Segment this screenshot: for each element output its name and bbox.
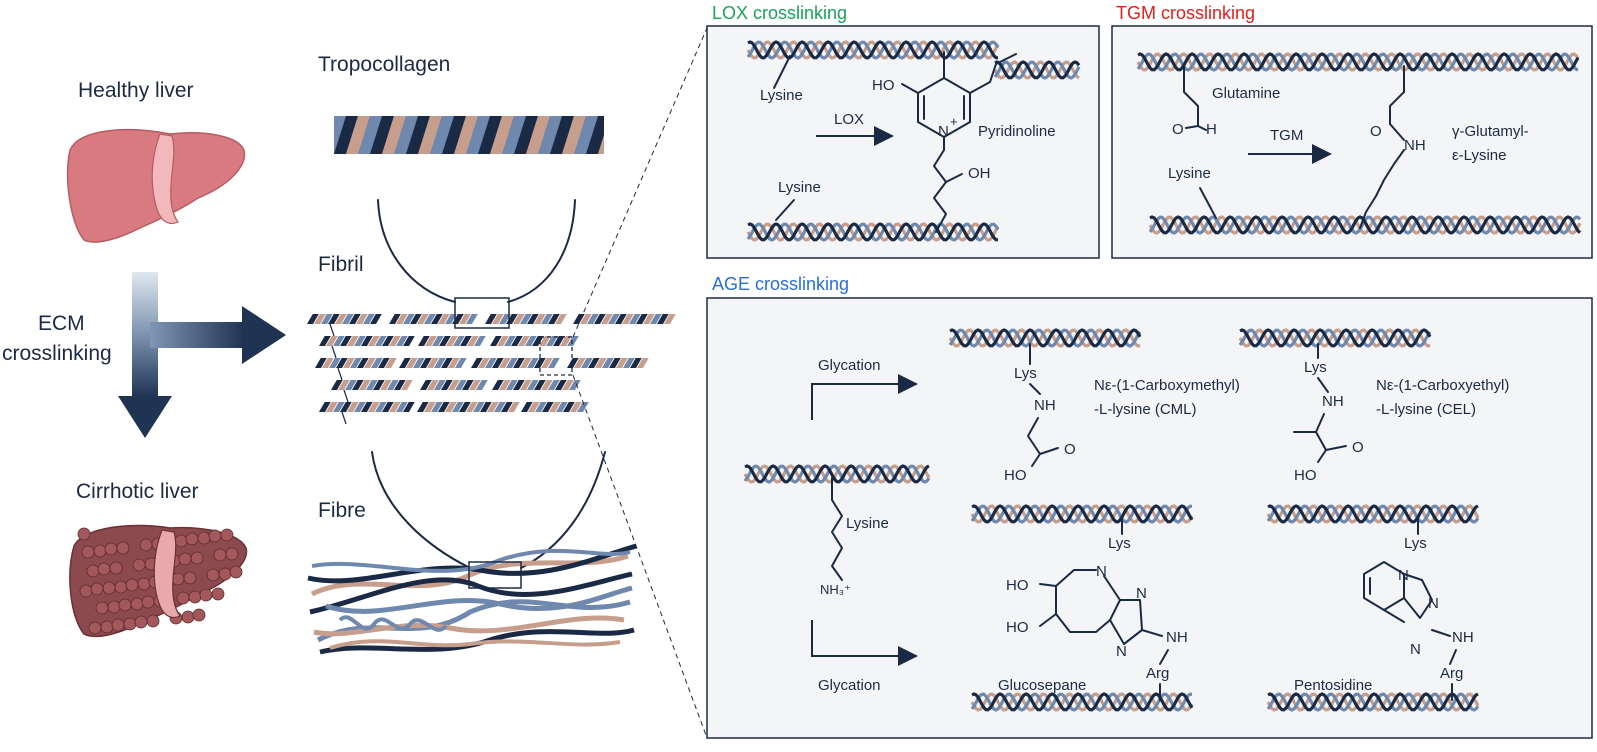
- pentosidine-nh: NH: [1452, 629, 1474, 646]
- cirrhotic-liver-label: Cirrhotic liver: [76, 480, 199, 503]
- pentosidine-collagen-top: [1266, 504, 1480, 524]
- zoom-line-left: [377, 199, 456, 303]
- tropocollagen-label: Tropocollagen: [318, 53, 450, 76]
- cml-name-line2: -L-lysine (CML): [1094, 401, 1197, 418]
- tropocollagen-triple-helix: [334, 116, 604, 154]
- glucosepane-n1: N: [1096, 563, 1107, 580]
- lox-panel: [706, 25, 1100, 259]
- glycation-label-top: Glycation: [818, 357, 881, 374]
- glucosepane-collagen-top: [970, 504, 1194, 524]
- lox-ho: HO: [872, 77, 895, 94]
- cml-name-line1: Nε-(1-Carboxymethyl): [1094, 377, 1240, 394]
- glucosepane-name: Glucosepane: [998, 677, 1086, 694]
- lox-enzyme-label: LOX: [834, 111, 864, 128]
- cel-collagen: [1238, 328, 1432, 348]
- cml-ho: HO: [1004, 467, 1027, 484]
- projection-line-bottom: [572, 374, 708, 739]
- crosslinking-label: crosslinking: [2, 342, 112, 365]
- fibril-staggered-array: [307, 314, 676, 425]
- cirrhotic-liver-icon: [69, 524, 248, 638]
- tgm-enzyme-label: TGM: [1270, 127, 1303, 144]
- fibre-bundle: [307, 543, 637, 655]
- healthy-liver-label: Healthy liver: [78, 79, 194, 102]
- glycation-arrow-bottom: [811, 620, 918, 666]
- glucosepane-n2: N: [1136, 585, 1147, 602]
- glucosepane-ho2: HO: [1006, 619, 1029, 636]
- tgm-nh: NH: [1404, 137, 1426, 154]
- zoom-line-right: [507, 199, 576, 303]
- glycation-arrow-top: [811, 374, 918, 420]
- cml-o: O: [1064, 441, 1076, 458]
- lox-oh: OH: [968, 165, 991, 182]
- ecm-crosslinking-arrows: [118, 272, 286, 438]
- tgm-o-product: O: [1370, 123, 1382, 140]
- lox-n: N: [938, 123, 949, 140]
- age-lysine-label: Lysine: [846, 515, 889, 532]
- pentosidine-n2: N: [1428, 595, 1439, 612]
- glucosepane-arg: Arg: [1146, 665, 1169, 682]
- pentosidine-collagen-bottom: [1266, 692, 1480, 712]
- tgm-h: H: [1206, 121, 1217, 138]
- fibre-zoom-box: [468, 561, 522, 589]
- age-nh3: NH₃⁺: [820, 582, 851, 597]
- pentosidine-ring-structure: [1363, 561, 1433, 623]
- age-panel-title: AGE crosslinking: [712, 274, 849, 294]
- tgm-panel-title: TGM crosslinking: [1116, 3, 1255, 23]
- cel-o: O: [1352, 439, 1364, 456]
- tgm-collagen-top: [1136, 52, 1580, 72]
- zoom-line-left-2: [371, 451, 471, 569]
- tgm-glutamine: Glutamine: [1212, 85, 1280, 102]
- pentosidine-n1: N: [1398, 567, 1409, 584]
- cml-lys: Lys: [1014, 365, 1037, 382]
- lox-plus: +: [950, 114, 958, 129]
- tgm-o: O: [1172, 121, 1184, 138]
- cel-name-line1: Nε-(1-Carboxyethyl): [1376, 377, 1509, 394]
- fibre-label: Fibre: [318, 499, 366, 522]
- glucosepane-collagen-bottom: [970, 692, 1194, 712]
- pentosidine-n3: N: [1410, 641, 1421, 658]
- glucosepane-n3: N: [1116, 643, 1127, 660]
- glucosepane-ho1: HO: [1006, 577, 1029, 594]
- pyridinoline-structure: [901, 51, 1017, 233]
- glucosepane-lys: Lys: [1108, 535, 1131, 552]
- tgm-product-line2: ε-Lysine: [1452, 147, 1507, 164]
- glucosepane-nh: NH: [1166, 629, 1188, 646]
- projection-line-top: [572, 27, 708, 338]
- cel-ho: HO: [1294, 467, 1317, 484]
- fibril-detail-box: [539, 336, 573, 376]
- pentosidine-lys: Lys: [1404, 535, 1427, 552]
- healthy-liver-icon: [66, 128, 246, 243]
- tgm-product-line1: γ-Glutamyl-: [1452, 123, 1529, 140]
- lox-lysine-top: Lysine: [760, 87, 803, 104]
- pentosidine-name: Pentosidine: [1294, 677, 1372, 694]
- lox-collagen-side: [993, 60, 1081, 80]
- lox-product-name: Pyridinoline: [978, 123, 1056, 140]
- zoom-line-right-2: [520, 451, 606, 569]
- age-collagen-lysine: [743, 464, 931, 484]
- ecm-label: ECM: [38, 312, 85, 335]
- lox-panel-title: LOX crosslinking: [712, 3, 847, 23]
- cel-nh: NH: [1322, 393, 1344, 410]
- fibril-label: Fibril: [318, 253, 364, 276]
- cel-lys: Lys: [1304, 359, 1327, 376]
- tgm-collagen-bottom: [1148, 215, 1582, 235]
- fibril-zoom-box: [454, 297, 510, 329]
- lox-lysine-bottom: Lysine: [778, 179, 821, 196]
- tgm-lysine: Lysine: [1168, 165, 1211, 182]
- lox-collagen-bottom: [746, 222, 1000, 242]
- cel-name-line2: -L-lysine (CEL): [1376, 401, 1476, 418]
- cml-collagen: [948, 328, 1142, 348]
- glycation-label-bottom: Glycation: [818, 677, 881, 694]
- cml-nh: NH: [1034, 397, 1056, 414]
- pentosidine-arg: Arg: [1440, 665, 1463, 682]
